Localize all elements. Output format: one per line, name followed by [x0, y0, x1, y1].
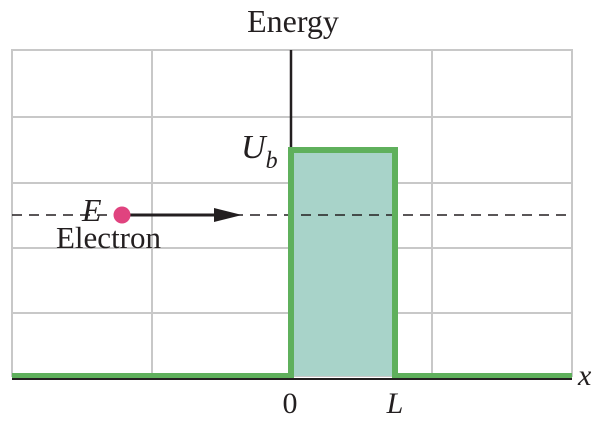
- x-axis-label: x: [577, 359, 592, 392]
- barrier-height-label: Ub: [241, 129, 278, 174]
- electron-energy-label: E: [81, 192, 102, 228]
- potential-outline: [12, 147, 572, 379]
- tick-width: L: [386, 387, 404, 420]
- barrier-height-symbol: U: [241, 129, 268, 166]
- tick-origin: 0: [283, 387, 298, 420]
- electron-dot: [113, 206, 131, 224]
- electron-label: Electron: [56, 220, 162, 255]
- barrier-height-subscript: b: [266, 148, 278, 174]
- axis-title: Energy: [247, 3, 339, 39]
- motion-arrow-icon: [214, 208, 242, 222]
- potential-barrier: [291, 150, 395, 376]
